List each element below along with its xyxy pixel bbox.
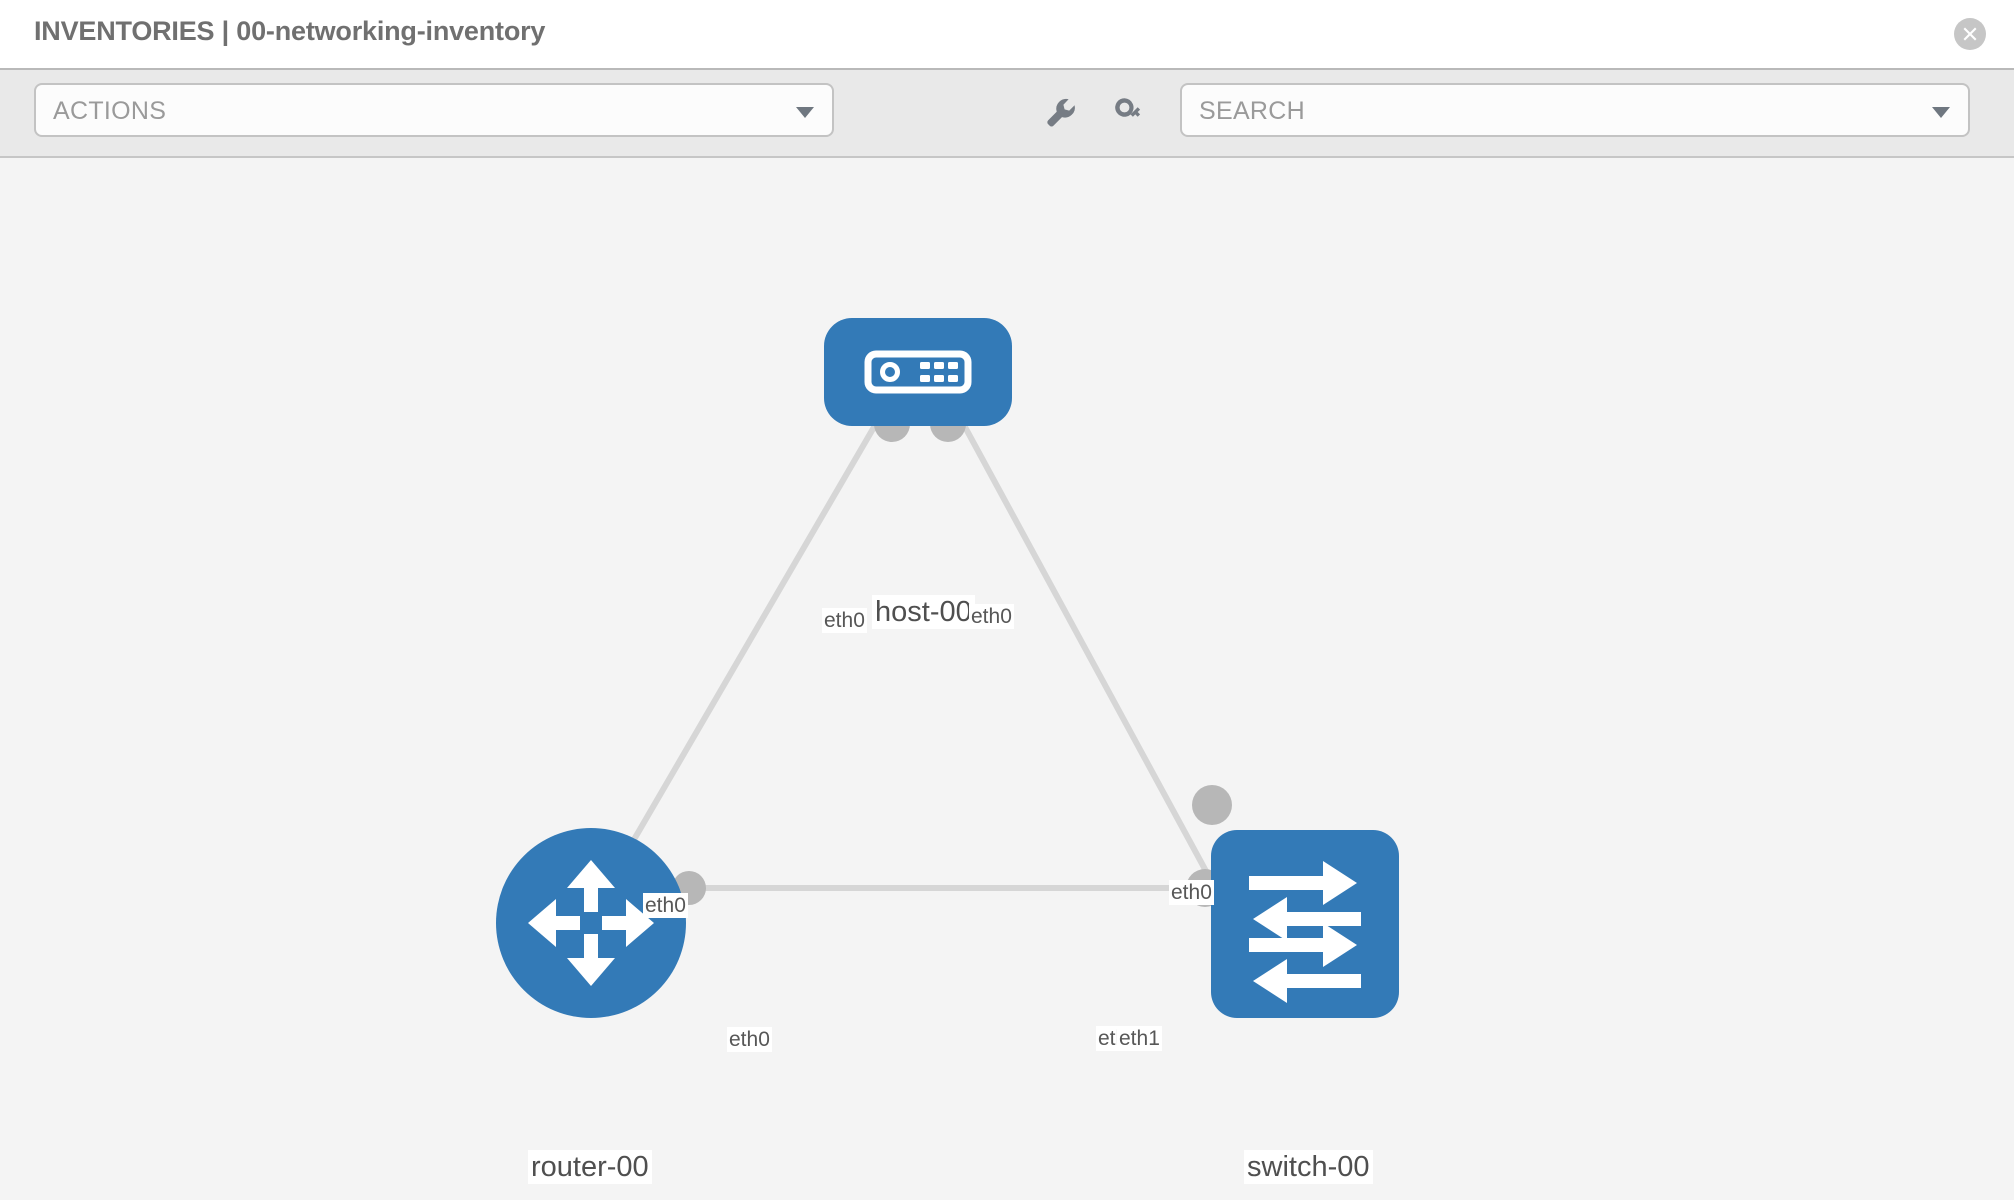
edge-label-host-right-eth0: eth0 (969, 604, 1014, 629)
page-title: INVENTORIES | 00-networking-inventory (34, 16, 546, 46)
edge-label-router-right-eth0: eth0 (727, 1027, 772, 1052)
actions-dropdown[interactable]: ACTIONS (34, 83, 834, 137)
node-switch-00[interactable] (1211, 830, 1399, 1018)
edge-label-switch-left-eth1: eth1 (1117, 1026, 1162, 1051)
port-handle-switch-top-left[interactable] (1192, 785, 1232, 825)
server-device-icon (864, 350, 972, 394)
edge-label-router-up-eth0: eth0 (643, 893, 688, 918)
actions-dropdown-label: ACTIONS (53, 97, 167, 125)
page-header: INVENTORIES | 00-networking-inventory (0, 0, 2014, 68)
key-icon[interactable] (1112, 95, 1146, 129)
toolbar: ACTIONS SEARCH (0, 68, 2014, 158)
topology-edges (597, 400, 1248, 946)
chevron-down-icon (796, 107, 814, 118)
topology-canvas[interactable]: host-00 eth0 eth0 router-00 eth0 eth0 (0, 158, 2014, 1200)
search-input[interactable]: SEARCH (1180, 83, 1970, 137)
close-icon[interactable] (1954, 18, 1986, 50)
node-label-router-00: router-00 (528, 1150, 652, 1184)
node-router-00[interactable] (496, 828, 686, 1018)
router-arrows-icon (528, 860, 654, 986)
wrench-icon[interactable] (1043, 95, 1077, 129)
search-placeholder: SEARCH (1199, 97, 1305, 125)
node-label-switch-00: switch-00 (1244, 1150, 1373, 1184)
chevron-down-icon (1932, 107, 1950, 118)
node-host-00[interactable] (824, 318, 1012, 426)
edge-label-switch-up-eth0: eth0 (1169, 880, 1214, 905)
node-label-host-00: host-00 (872, 595, 975, 629)
edge-label-host-left-eth0: eth0 (822, 608, 867, 633)
switch-arrows-icon (1249, 861, 1361, 1003)
